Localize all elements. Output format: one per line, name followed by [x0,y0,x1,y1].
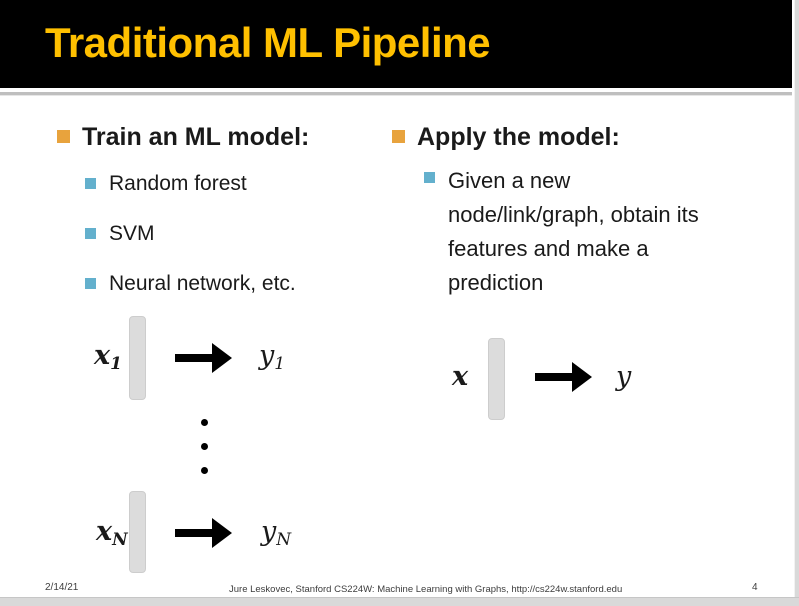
feature-bar [129,491,146,573]
right-arrow-icon [535,362,592,392]
math-base: x [96,516,113,547]
input-label-x1: x1 [94,339,122,381]
header-divider [0,92,792,96]
math-subscript: 1 [110,353,122,374]
footer-date: 2/14/21 [45,582,79,593]
feature-bar [488,338,505,420]
ellipsis-dot [201,419,208,426]
math-base: y [259,340,275,371]
slide-header: Traditional ML Pipeline [0,0,792,88]
bullet-square-icon [57,130,70,143]
list-item-label: Neural network, etc. [109,272,296,295]
bullet-square-icon [85,278,96,289]
input-label-x: x [452,360,468,394]
bullet-square-icon [424,172,435,183]
right-heading: Apply the model: [417,123,620,151]
list-item-label: SVM [109,222,155,245]
page-number: 4 [752,582,758,593]
output-label-y1: y1 [259,339,285,381]
output-label-y: y [616,360,631,394]
list-item: Given a new node/link/graph, obtain its … [424,164,793,300]
ellipsis-dot [201,443,208,450]
page-edge-bottom [0,597,799,606]
math-subscript: N [276,529,292,550]
list-item: Random forest [85,170,247,197]
bullet-square-icon [85,178,96,189]
list-item-label: Random forest [109,172,247,195]
list-item: SVM [85,220,155,247]
ellipsis-dot [201,467,208,474]
output-label-yN: yN [261,515,291,557]
right-heading-row: Apply the model: [392,122,620,152]
list-item: Neural network, etc. [85,270,296,297]
math-subscript: N [112,529,128,550]
math-base: y [261,516,277,547]
page-title: Traditional ML Pipeline [45,19,491,66]
left-heading-row: Train an ML model: [57,122,309,152]
left-heading: Train an ML model: [82,123,310,151]
footer-credit: Jure Leskovec, Stanford CS224W: Machine … [229,584,623,595]
feature-bar [129,316,146,400]
right-arrow-icon [175,518,232,548]
bullet-square-icon [85,228,96,239]
list-item-label: Given a new node/link/graph, obtain its … [448,168,699,295]
math-base: y [616,361,632,392]
math-subscript: 1 [274,353,286,374]
bullet-square-icon [392,130,405,143]
input-label-xN: xN [96,515,128,557]
right-arrow-icon [175,343,232,373]
math-base: x [452,361,469,392]
math-base: x [94,340,111,371]
page-edge-right [794,0,799,606]
